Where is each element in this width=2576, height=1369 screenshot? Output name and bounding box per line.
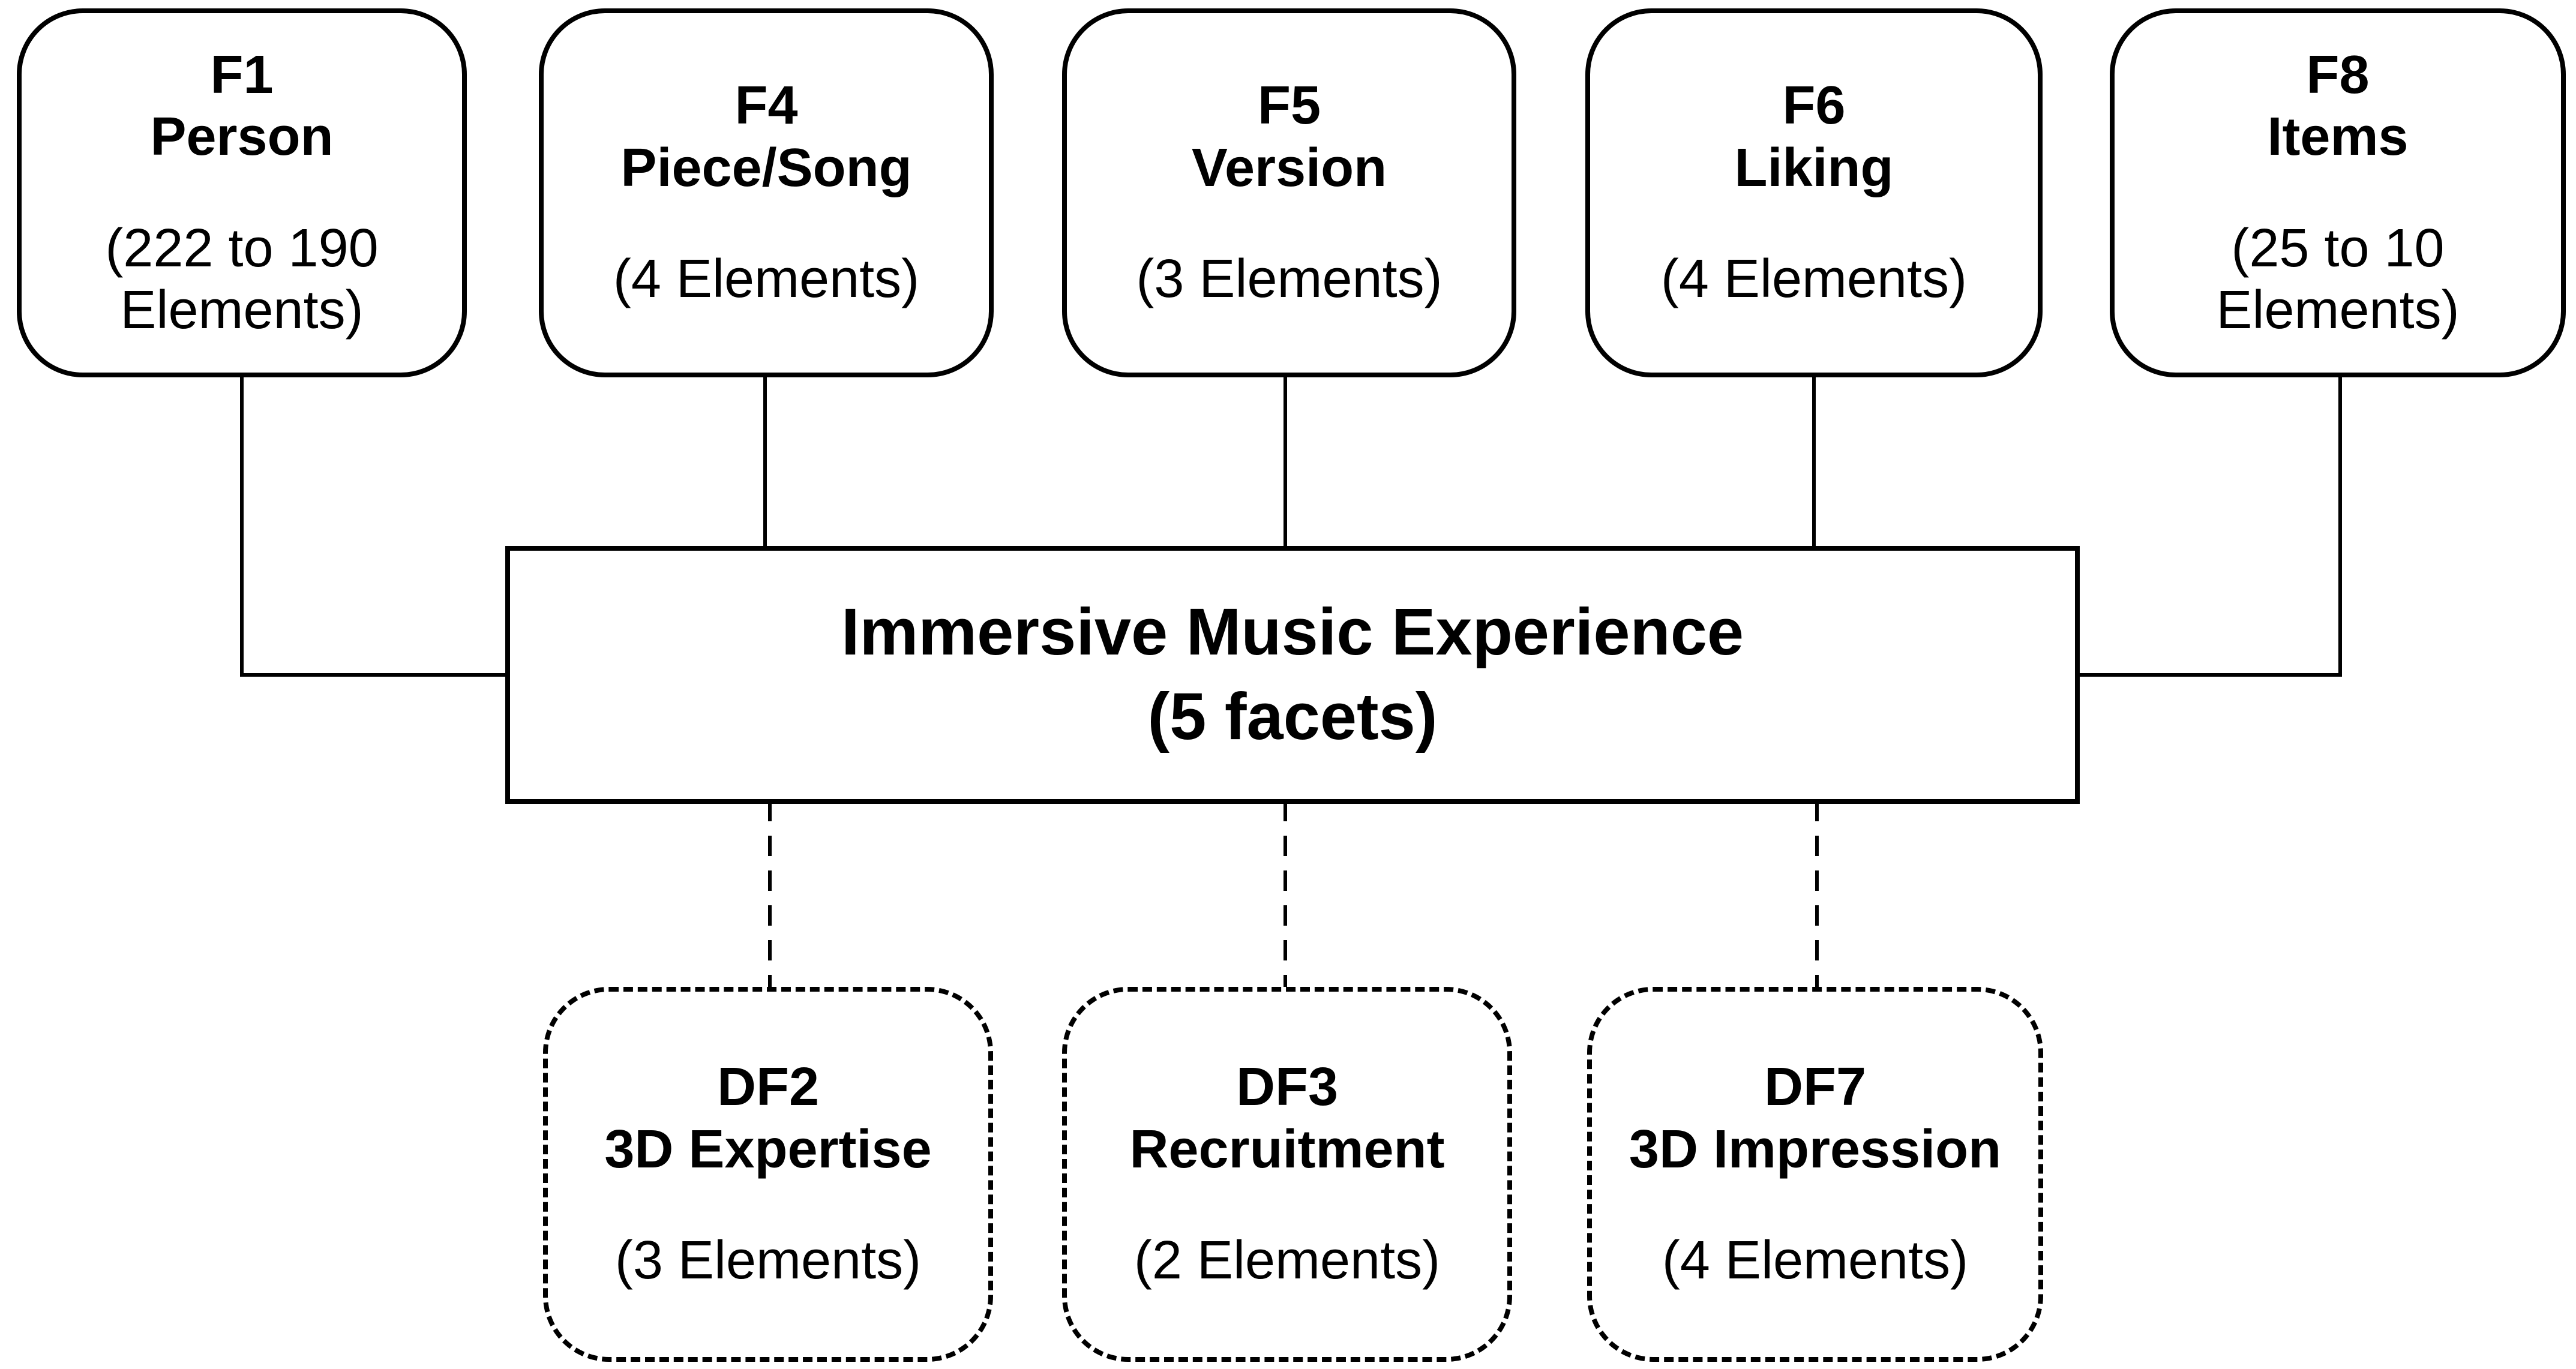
facet-code: DF7 [1764,1057,1867,1118]
facet-box-f4: F4 Piece/Song (4 Elements) [539,8,994,377]
facet-name: Person [150,107,334,167]
facet-code: F1 [210,44,274,105]
facet-elements: (4 Elements) [1660,249,1968,310]
facet-box-f5: F5 Version (3 Elements) [1062,8,1516,377]
facet-elements: (4 Elements) [1662,1230,1969,1291]
facet-elements: (3 Elements) [1136,249,1443,310]
facet-name: Piece/Song [620,137,912,198]
facet-name: 3D Expertise [604,1119,932,1179]
facet-code: F4 [734,76,798,136]
facet-elements: (3 Elements) [614,1230,922,1291]
facet-code: F5 [1257,76,1321,136]
facet-code: DF2 [716,1057,820,1118]
dummy-facet-box-df7: DF7 3D Impression (4 Elements) [1587,987,2043,1362]
facet-code: F8 [2306,44,2370,105]
center-title: Immersive Music Experience [841,595,1744,670]
facet-name: 3D Impression [1629,1119,2002,1179]
facet-elements: (25 to 10 Elements) [2216,218,2460,341]
facet-elements: (2 Elements) [1133,1230,1441,1291]
facet-name: Liking [1734,137,1894,198]
center-subtitle: (5 facets) [1147,680,1438,753]
facet-code: F6 [1782,76,1846,136]
dummy-facet-box-df2: DF2 3D Expertise (3 Elements) [543,987,993,1362]
facet-box-f6: F6 Liking (4 Elements) [1585,8,2043,377]
facet-name: Recruitment [1129,1119,1445,1179]
facet-box-f8: F8 Items (25 to 10 Elements) [2110,8,2566,377]
center-box: Immersive Music Experience (5 facets) [505,546,2080,804]
facet-box-f1: F1 Person (222 to 190 Elements) [17,8,467,377]
facet-code: DF3 [1235,1057,1339,1118]
connector-f1 [240,375,507,677]
facet-name: Version [1191,137,1387,198]
facet-name: Items [2267,107,2409,167]
facet-elements: (4 Elements) [613,249,920,310]
connector-f8 [2077,375,2342,677]
facet-elements: (222 to 190 Elements) [105,218,379,341]
dummy-facet-box-df3: DF3 Recruitment (2 Elements) [1062,987,1512,1362]
